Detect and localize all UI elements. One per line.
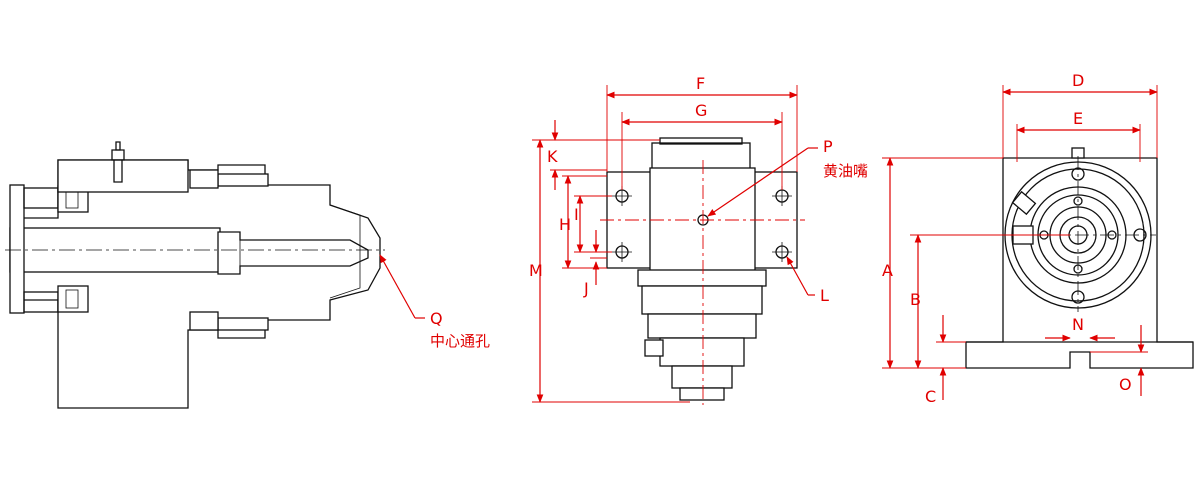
- dim-o: O: [1090, 325, 1148, 396]
- label-l: L: [820, 286, 829, 305]
- dim-e: E: [1016, 109, 1141, 162]
- label-b: B: [910, 290, 921, 309]
- label-j: J: [583, 279, 589, 298]
- label-h: H: [559, 215, 571, 234]
- dim-c: C: [925, 315, 966, 406]
- label-m: M: [529, 261, 543, 280]
- dim-j: J: [583, 230, 607, 298]
- label-e: E: [1073, 109, 1083, 128]
- dim-d: D: [1002, 71, 1158, 158]
- dim-h: H: [559, 175, 607, 269]
- label-q: Q: [430, 309, 443, 328]
- label-c: C: [925, 387, 936, 406]
- label-d: D: [1072, 71, 1084, 90]
- dim-f: F: [606, 74, 798, 172]
- label-o: O: [1119, 375, 1132, 394]
- section-view: [5, 141, 385, 409]
- side-view: [965, 147, 1194, 369]
- label-k: K: [547, 147, 558, 166]
- label-n: N: [1072, 315, 1084, 334]
- label-i: I: [574, 205, 579, 224]
- label-g: G: [695, 101, 707, 120]
- dim-a: A: [882, 157, 1003, 369]
- q-leader: Q 中心通孔: [379, 254, 490, 350]
- annotation-center-hole: 中心通孔: [430, 332, 490, 350]
- dim-i: I: [574, 195, 612, 253]
- label-f: F: [696, 74, 705, 93]
- dim-k: K: [547, 120, 660, 190]
- l-leader: L: [786, 256, 829, 305]
- dim-m: M: [529, 139, 690, 403]
- dim-n: N: [1045, 315, 1115, 342]
- label-p: P: [823, 137, 833, 156]
- p-leader: P 黄油嘴: [707, 137, 868, 217]
- dim-b: B: [910, 234, 1070, 369]
- annotation-grease-nipple: 黄油嘴: [823, 162, 868, 180]
- dim-g: G: [621, 101, 783, 190]
- label-a: A: [882, 261, 893, 280]
- front-view: [600, 137, 805, 405]
